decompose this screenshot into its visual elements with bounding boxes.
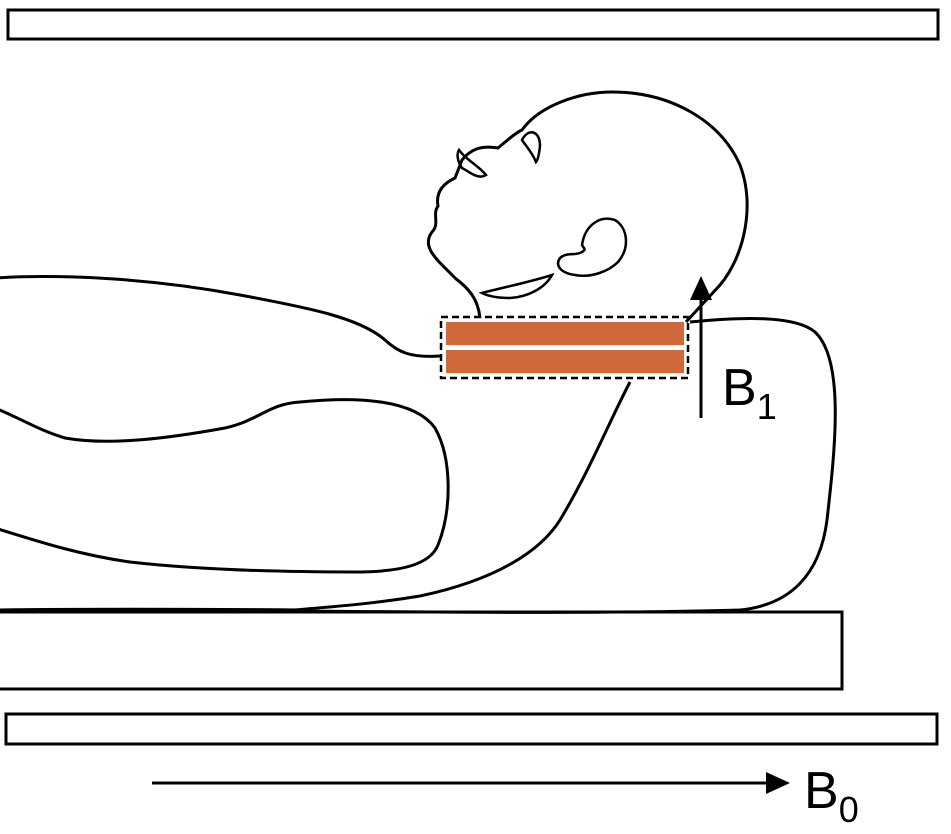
b1-label-base: B	[722, 359, 757, 417]
coil-lower-layer	[446, 350, 684, 373]
rf-coil	[439, 315, 690, 380]
torso-base-line	[0, 607, 301, 612]
bottom-magnet-plate	[4, 712, 939, 746]
patient-table	[0, 610, 844, 691]
b0-label-subscript: 0	[839, 789, 859, 830]
b1-label-subscript: 1	[757, 386, 777, 427]
jaw-line	[478, 272, 555, 300]
upper-arm	[0, 398, 450, 574]
coil-dashed-outline	[439, 315, 690, 380]
b1-arrow-head	[690, 276, 712, 300]
b0-label: B0	[804, 762, 859, 830]
eye	[520, 131, 542, 165]
b1-label: B1	[722, 359, 777, 427]
chest-line	[0, 275, 441, 358]
ear	[556, 217, 628, 277]
b0-arrow-head	[766, 772, 790, 794]
mouth	[456, 147, 488, 178]
head-outline	[426, 90, 749, 324]
throat	[454, 276, 482, 319]
back-line	[284, 381, 632, 613]
b0-label-base: B	[804, 762, 839, 820]
coil-upper-layer	[446, 322, 684, 345]
top-magnet-plate	[6, 8, 940, 41]
pillow	[289, 316, 837, 614]
